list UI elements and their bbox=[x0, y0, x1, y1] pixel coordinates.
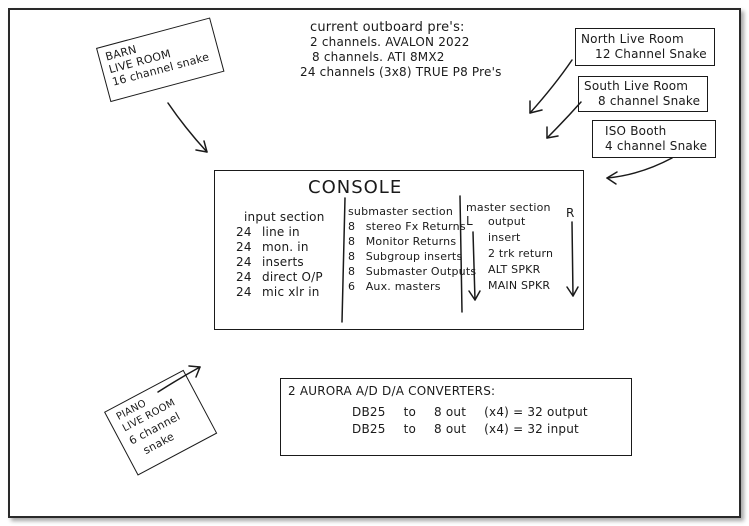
piano-arrow bbox=[157, 366, 201, 393]
master-right-label: R bbox=[566, 206, 575, 220]
master-item: ALT SPKR bbox=[488, 263, 541, 276]
aurora-row: DB25 to 8 out (x4) = 32 input bbox=[352, 422, 579, 436]
north-line-2: 12 Channel Snake bbox=[595, 47, 707, 61]
master-left-arrow-head bbox=[468, 290, 481, 301]
console-box bbox=[214, 170, 584, 330]
master-item: 2 trk return bbox=[488, 247, 554, 260]
submaster-item: 8 Subgroup inserts bbox=[348, 250, 463, 263]
iso-box: ISO Booth 4 channel Snake bbox=[592, 120, 716, 158]
barn-arrow-head bbox=[195, 140, 208, 153]
submaster-section: submaster section 8 stereo Fx Returns 8 … bbox=[348, 204, 476, 294]
submaster-item: 8 stereo Fx Returns bbox=[348, 220, 466, 233]
input-item: 24 direct O/P bbox=[236, 270, 323, 284]
aurora-title: 2 AURORA A/D D/A CONVERTERS: bbox=[288, 384, 496, 398]
submaster-item: 8 Submaster Outputs bbox=[348, 265, 477, 278]
console-divider-2 bbox=[459, 195, 463, 313]
south-line-1: South Live Room bbox=[584, 79, 689, 93]
input-item: 24 line in bbox=[236, 225, 300, 239]
master-right-arrow-head bbox=[566, 286, 579, 297]
north-line-1: North Live Room bbox=[581, 32, 684, 46]
south-arrow bbox=[546, 101, 582, 139]
south-box: South Live Room 8 channel Snake bbox=[578, 76, 708, 112]
south-arrow-head bbox=[546, 126, 559, 139]
master-item: output bbox=[488, 215, 526, 228]
master-left-arrow bbox=[472, 231, 476, 301]
iso-arrow-head bbox=[606, 171, 618, 185]
console-title: CONSOLE bbox=[308, 177, 403, 198]
submaster-item: 8 Monitor Returns bbox=[348, 235, 457, 248]
submaster-section-title: submaster section bbox=[348, 205, 453, 218]
console-divider-1 bbox=[341, 197, 346, 323]
master-items: output insert 2 trk return ALT SPKR MAIN… bbox=[488, 214, 553, 294]
north-box: North Live Room 12 Channel Snake bbox=[575, 28, 715, 66]
barn-arrow bbox=[167, 102, 208, 153]
input-section: input section 24 line in 24 mon. in 24 i… bbox=[236, 210, 325, 300]
outboard-title: current outboard pre's: bbox=[310, 20, 465, 35]
aurora-row: DB25 to 8 out (x4) = 32 output bbox=[352, 405, 588, 419]
outboard-line-3: 24 channels (3x8) TRUE P8 Pre's bbox=[300, 65, 502, 79]
master-item: MAIN SPKR bbox=[488, 279, 551, 292]
input-item: 24 mic xlr in bbox=[236, 285, 320, 299]
outboard-line-1: 2 channels. AVALON 2022 bbox=[310, 35, 470, 49]
outboard-block: current outboard pre's: 2 channels. AVAL… bbox=[300, 20, 502, 80]
south-line-2: 8 channel Snake bbox=[598, 94, 701, 108]
input-item: 24 mon. in bbox=[236, 240, 309, 254]
outboard-line-2: 8 channels. ATI 8MX2 bbox=[312, 50, 445, 64]
input-item: 24 inserts bbox=[236, 255, 304, 269]
input-section-title: input section bbox=[244, 210, 325, 224]
master-right-arrow bbox=[571, 221, 574, 297]
canvas-frame bbox=[8, 8, 741, 518]
iso-line-1: ISO Booth bbox=[605, 124, 667, 138]
aurora-box bbox=[280, 378, 632, 456]
master-item: insert bbox=[488, 231, 521, 244]
master-left-label: L bbox=[466, 214, 473, 228]
north-arrow-head bbox=[529, 100, 543, 114]
submaster-item: 6 Aux. masters bbox=[348, 280, 441, 293]
aurora-rows: DB25 to 8 out (x4) = 32 output DB25 to 8… bbox=[352, 404, 588, 438]
master-section-title: master section bbox=[466, 201, 551, 214]
piano-arrow-head bbox=[188, 365, 201, 378]
iso-line-2: 4 channel Snake bbox=[605, 139, 708, 153]
iso-arrow bbox=[606, 157, 673, 179]
north-arrow bbox=[529, 59, 573, 114]
